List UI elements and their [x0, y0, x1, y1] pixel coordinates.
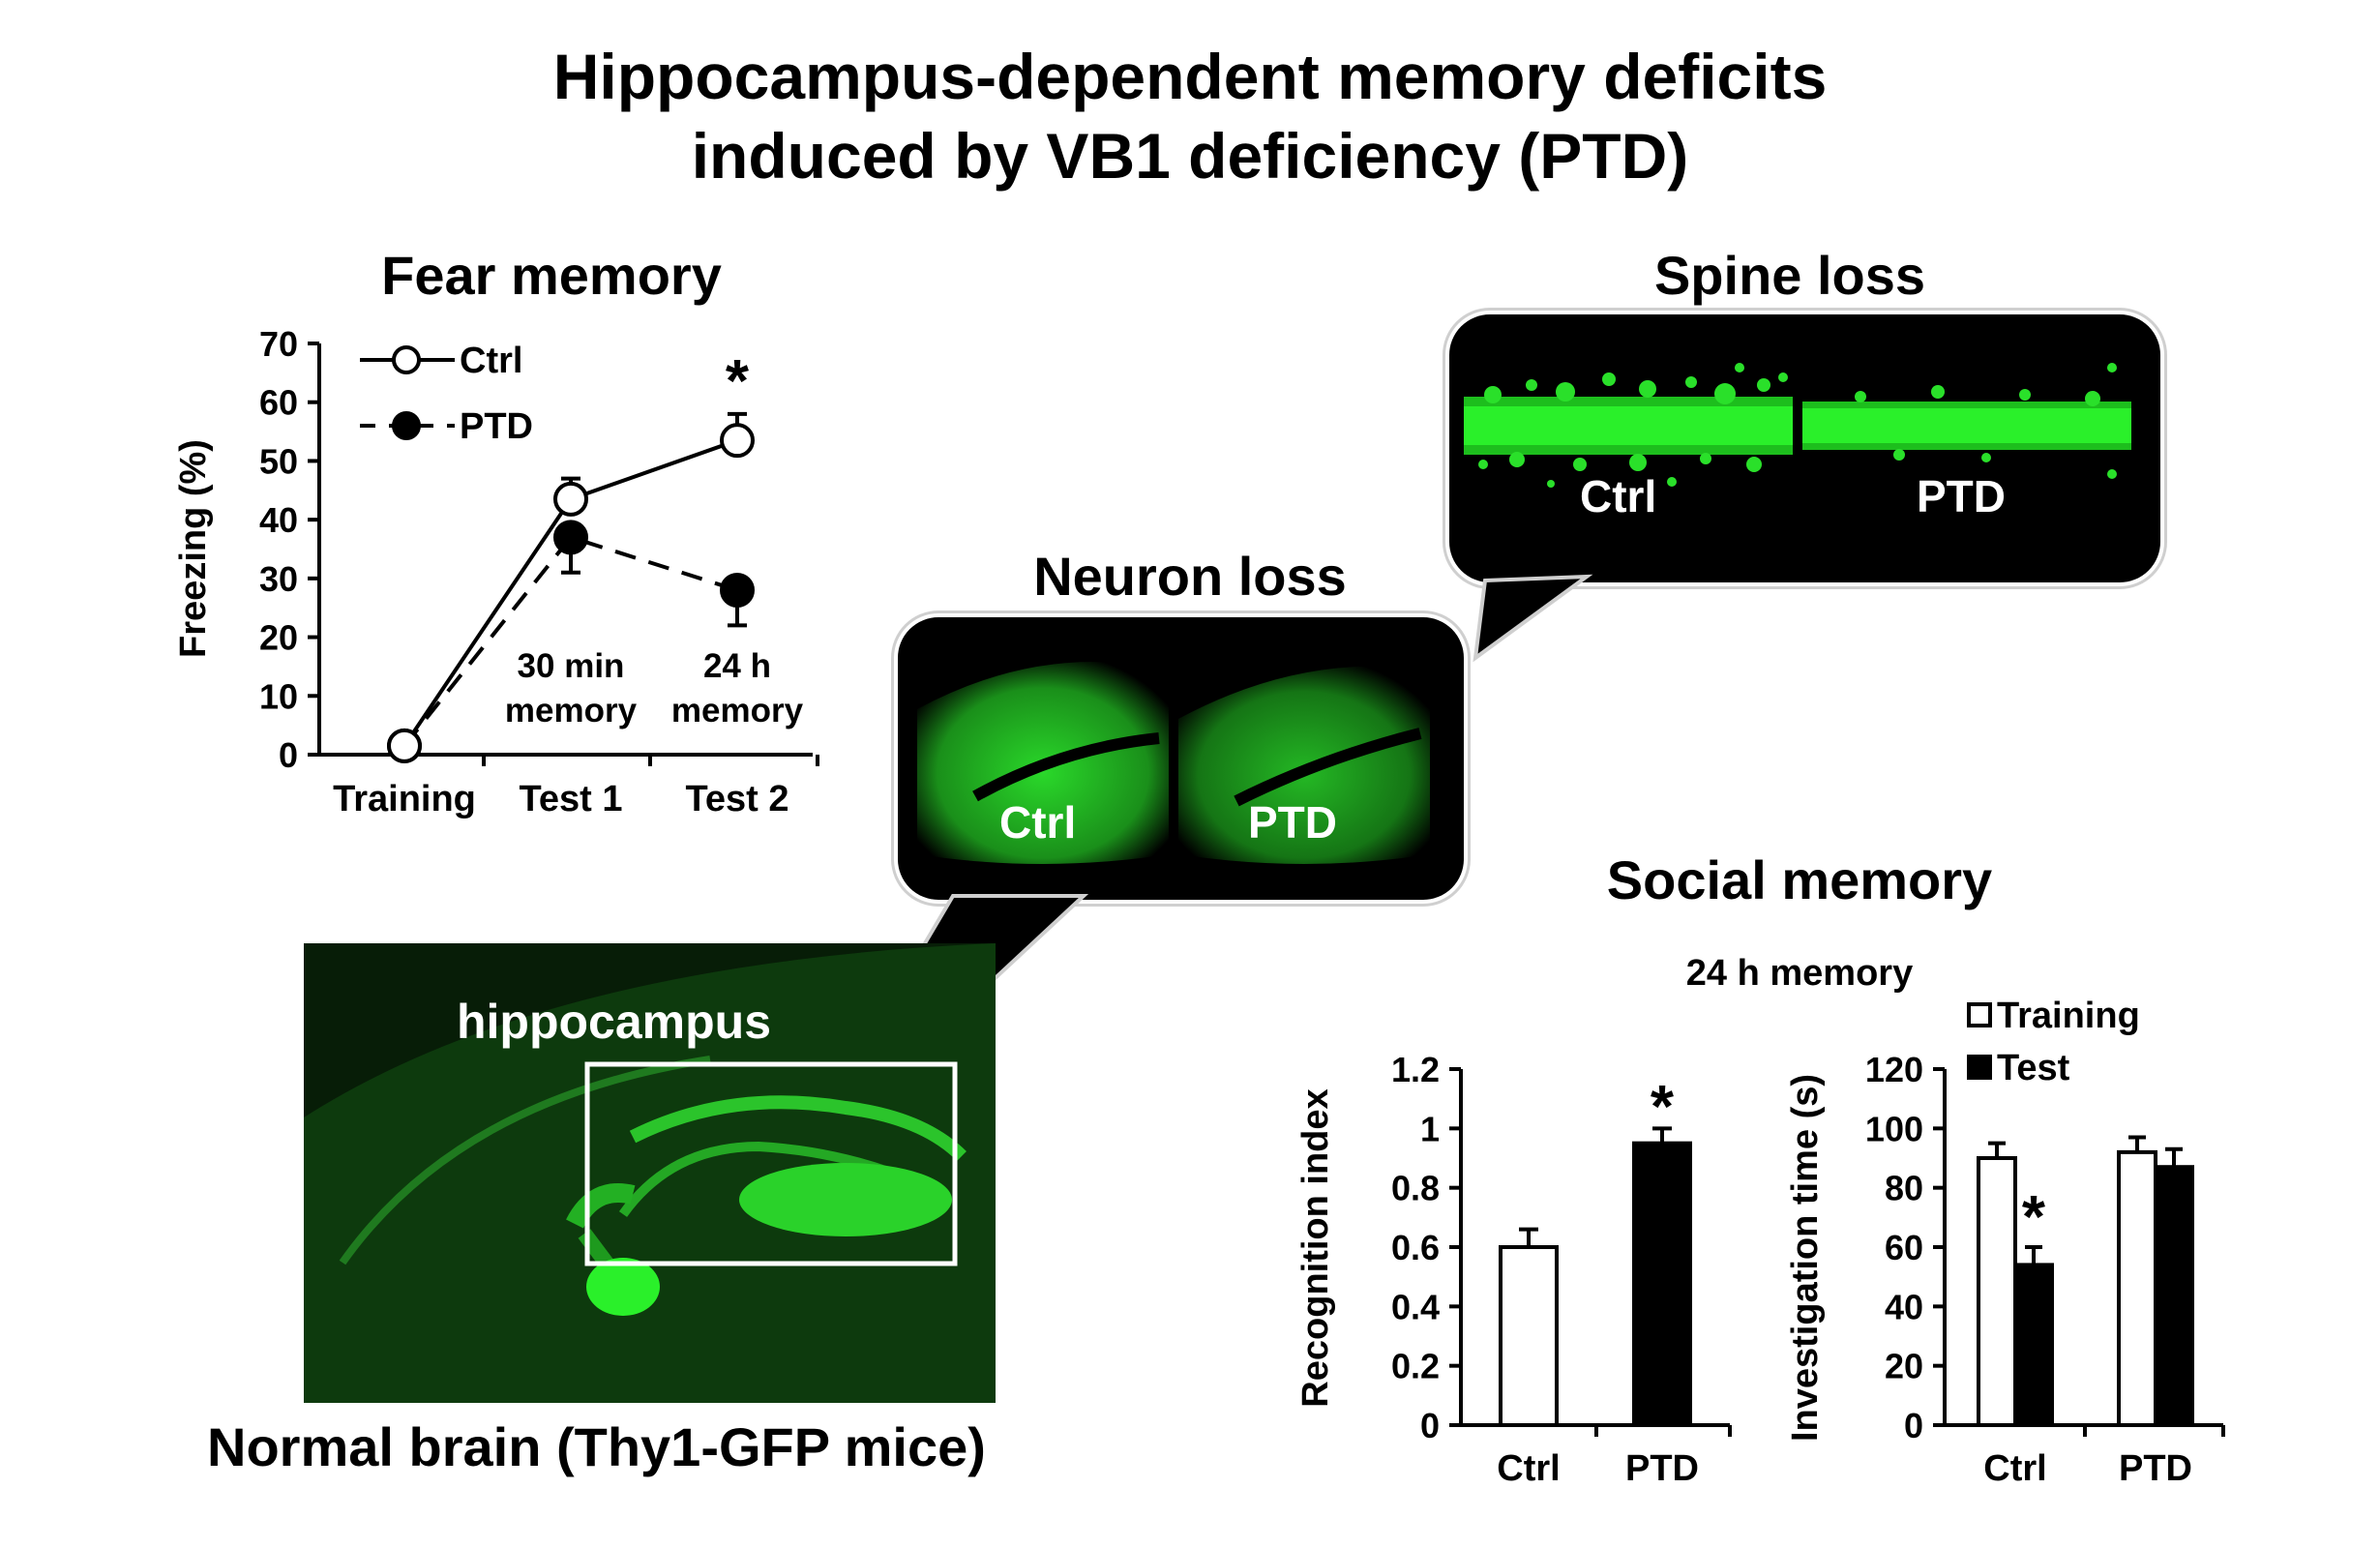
invest-legend-swatch [1967, 1055, 1992, 1080]
neuron-ptd-image [1178, 666, 1430, 864]
recog-x-tick-label: PTD [1625, 1448, 1699, 1489]
fear-legend-marker [392, 345, 421, 374]
spine-ctrl-image [1464, 363, 1793, 488]
spine-ptd-image [1802, 363, 2131, 479]
invest-bar-training [2117, 1149, 2157, 1428]
spine-loss-panel: Ctrl PTD [1449, 314, 2160, 582]
fear-x-tick-label: Test 2 [685, 779, 788, 819]
fear-y-tick-label: 40 [259, 500, 298, 540]
invest-y-tick-label: 40 [1885, 1287, 1923, 1326]
fear-y-tick-label: 10 [259, 676, 298, 716]
fear-annotation-line1: 30 min [518, 647, 625, 685]
invest-legend-label: Test [1997, 1048, 2070, 1088]
invest-bar-test [2013, 1263, 2054, 1428]
fear-legend-marker [392, 411, 421, 440]
fear-x-tick-label: Test 1 [519, 779, 622, 819]
invest-y-tick-label: 0 [1904, 1406, 1923, 1445]
invest-y-tick-label: 120 [1865, 1050, 1923, 1089]
fear-point-ptd [720, 573, 755, 608]
recog-y-tick-label: 1 [1420, 1109, 1440, 1148]
recog-y-tick-label: 0.2 [1391, 1347, 1440, 1386]
fear-point-ctrl [387, 728, 422, 763]
social-memory-heading: Social memory [1606, 849, 1993, 910]
fear-y-tick-label: 30 [259, 559, 298, 599]
recog-significance-star: * [1651, 1074, 1675, 1141]
invest-x-tick-label: PTD [2119, 1448, 2192, 1489]
invest-legend-swatch [1967, 1002, 1992, 1027]
recog-y-tick-label: 1.2 [1391, 1050, 1440, 1089]
fear-annotation-line1: 24 h [703, 647, 771, 685]
invest-bar-training [1977, 1156, 2017, 1427]
invest-y-tick-label: 80 [1885, 1169, 1923, 1208]
page-title: Hippocampus-dependent memory deficits in… [0, 37, 2380, 195]
brain-caption: Normal brain (Thy1-GFP mice) [207, 1416, 986, 1477]
fear-point-ctrl [553, 481, 588, 517]
invest-x-tick-label: Ctrl [1983, 1448, 2046, 1489]
neuron-ptd-label: PTD [1248, 797, 1337, 848]
brain-image: hippocampus [304, 943, 996, 1403]
fear-y-tick-label: 50 [259, 441, 298, 481]
neuron-ctrl-label: Ctrl [999, 797, 1077, 848]
hippocampus-label: hippocampus [457, 995, 772, 1049]
social-memory-subheading: 24 h memory [1685, 953, 1914, 994]
fear-annotation-line2: memory [505, 692, 638, 729]
fear-legend-label: Ctrl [460, 341, 522, 381]
fear-series-line-ptd [402, 535, 738, 748]
fear-x-tick-label: Training [333, 779, 476, 819]
neuron-ctrl-image [917, 662, 1169, 864]
fear-point-ptd [553, 520, 588, 555]
recog-bar-ctrl [1499, 1245, 1559, 1427]
title-line-1: Hippocampus-dependent memory deficits [552, 41, 1828, 112]
fear-y-tick-label: 20 [259, 618, 298, 658]
invest-y-tick-label: 60 [1885, 1228, 1923, 1267]
recog-y-tick-label: 0.4 [1391, 1287, 1440, 1326]
recog-y-axis-label: Recognition index [1295, 1088, 1336, 1407]
neuron-loss-panel: Ctrl PTD [898, 617, 1464, 900]
brain-drawing [304, 943, 996, 1403]
fear-significance-star: * [726, 348, 750, 415]
invest-y-axis-label: Investigation time (s) [1785, 1074, 1826, 1442]
invest-legend-label: Training [1997, 996, 2140, 1036]
spine-ptd-label: PTD [1917, 471, 2006, 521]
fear-y-tick-label: 70 [259, 324, 298, 364]
fear-y-axis-label: Freezing (%) [173, 439, 214, 658]
invest-y-tick-label: 20 [1885, 1347, 1923, 1386]
invest-bar-test [2154, 1165, 2194, 1427]
recog-x-tick-label: Ctrl [1497, 1448, 1560, 1489]
recog-y-tick-label: 0.6 [1391, 1228, 1440, 1267]
spine-loss-heading: Spine loss [1653, 245, 1926, 306]
fear-y-tick-label: 60 [259, 383, 298, 423]
fear-annotation-line2: memory [671, 692, 804, 729]
fear-memory-heading: Fear memory [381, 245, 722, 306]
invest-y-tick-label: 100 [1865, 1109, 1923, 1148]
fear-legend-label: PTD [460, 406, 533, 447]
invest-significance-star: * [2022, 1184, 2046, 1251]
recog-y-tick-label: 0.8 [1391, 1169, 1440, 1208]
spine-callout-pointer [1473, 574, 1593, 663]
spine-ctrl-label: Ctrl [1580, 471, 1657, 521]
fear-y-tick-label: 0 [279, 735, 298, 775]
fear-point-ctrl [720, 423, 755, 459]
neuron-loss-heading: Neuron loss [1033, 546, 1347, 607]
recog-y-tick-label: 0 [1420, 1406, 1440, 1445]
title-line-2: induced by VB1 deficiency (PTD) [691, 120, 1689, 192]
